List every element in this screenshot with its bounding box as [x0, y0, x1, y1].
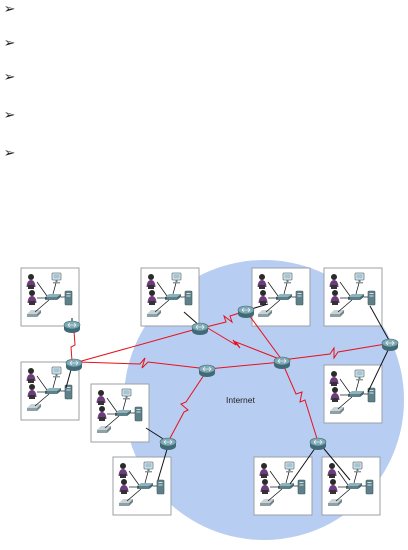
router: [198, 364, 216, 378]
lan-panel: [324, 365, 382, 423]
internet-label: Internet: [226, 395, 255, 405]
router: [63, 320, 81, 334]
bullet-3: ➢: [3, 70, 24, 86]
arrow-bullet-icon: ➢: [3, 36, 16, 51]
wan-links: [70, 310, 393, 443]
bullet-4: ➢: [3, 108, 24, 124]
router: [65, 358, 83, 372]
arrow-bullet-icon: ➢: [3, 146, 16, 161]
lan-panel: [91, 384, 149, 442]
router: [159, 437, 177, 451]
lan-panel: [252, 268, 310, 326]
router: [237, 305, 255, 319]
router: [273, 356, 291, 370]
bullet-1: ➢: [3, 2, 24, 18]
lan-panel: [322, 457, 380, 515]
router: [381, 338, 399, 352]
router: [191, 322, 209, 336]
lan-panel: [21, 268, 79, 326]
arrow-bullet-icon: ➢: [3, 70, 16, 85]
bullet-2: ➢: [3, 36, 24, 52]
lan-panel: [324, 268, 382, 326]
arrow-bullet-icon: ➢: [3, 108, 16, 123]
router: [309, 437, 327, 451]
bullet-5: ➢: [3, 146, 24, 162]
arrow-bullet-icon: ➢: [3, 2, 16, 17]
